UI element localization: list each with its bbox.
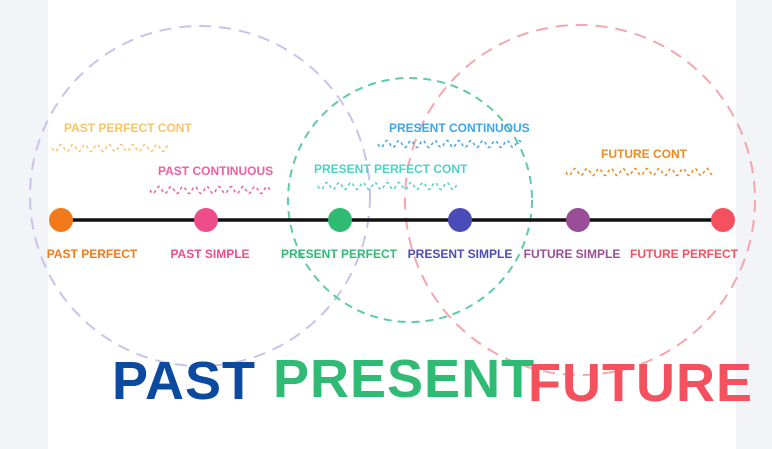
wave-present-continuous: [377, 139, 523, 149]
heading-past: PAST: [112, 351, 256, 411]
label-past-simple: PAST SIMPLE: [170, 247, 249, 261]
dot-present-perfect: [328, 208, 352, 232]
label-past-perfect: PAST PERFECT: [47, 247, 138, 261]
diagram-panel: [48, 0, 736, 449]
heading-present: PRESENT: [273, 349, 535, 409]
label-present-continuous: PRESENT CONTINUOUS: [389, 121, 530, 135]
wave-past-perfect-cont: [51, 143, 169, 153]
past-circle: [29, 25, 371, 367]
wave-past-continuous: [149, 185, 271, 195]
label-future-simple: FUTURE SIMPLE: [524, 247, 621, 261]
dot-future-perfect: [711, 208, 735, 232]
heading-future: FUTURE: [528, 353, 753, 413]
label-present-simple: PRESENT SIMPLE: [408, 247, 513, 261]
dot-past-simple: [194, 208, 218, 232]
dot-present-simple: [448, 208, 472, 232]
label-past-continuous: PAST CONTINUOUS: [158, 164, 273, 178]
present-circle: [287, 77, 533, 323]
dot-past-perfect: [49, 208, 73, 232]
label-future-perfect: FUTURE PERFECT: [630, 247, 739, 261]
label-present-perfect: PRESENT PERFECT: [281, 247, 398, 261]
future-circle: [404, 24, 756, 376]
wave-future-cont: [565, 167, 713, 177]
wave-present-perfect-cont: [317, 181, 459, 191]
label-future-cont: FUTURE CONT: [601, 147, 688, 161]
label-present-perfect-cont: PRESENT PERFECT CONT: [314, 162, 468, 176]
label-past-perfect-cont: PAST PERFECT CONT: [64, 121, 192, 135]
dot-future-simple: [566, 208, 590, 232]
